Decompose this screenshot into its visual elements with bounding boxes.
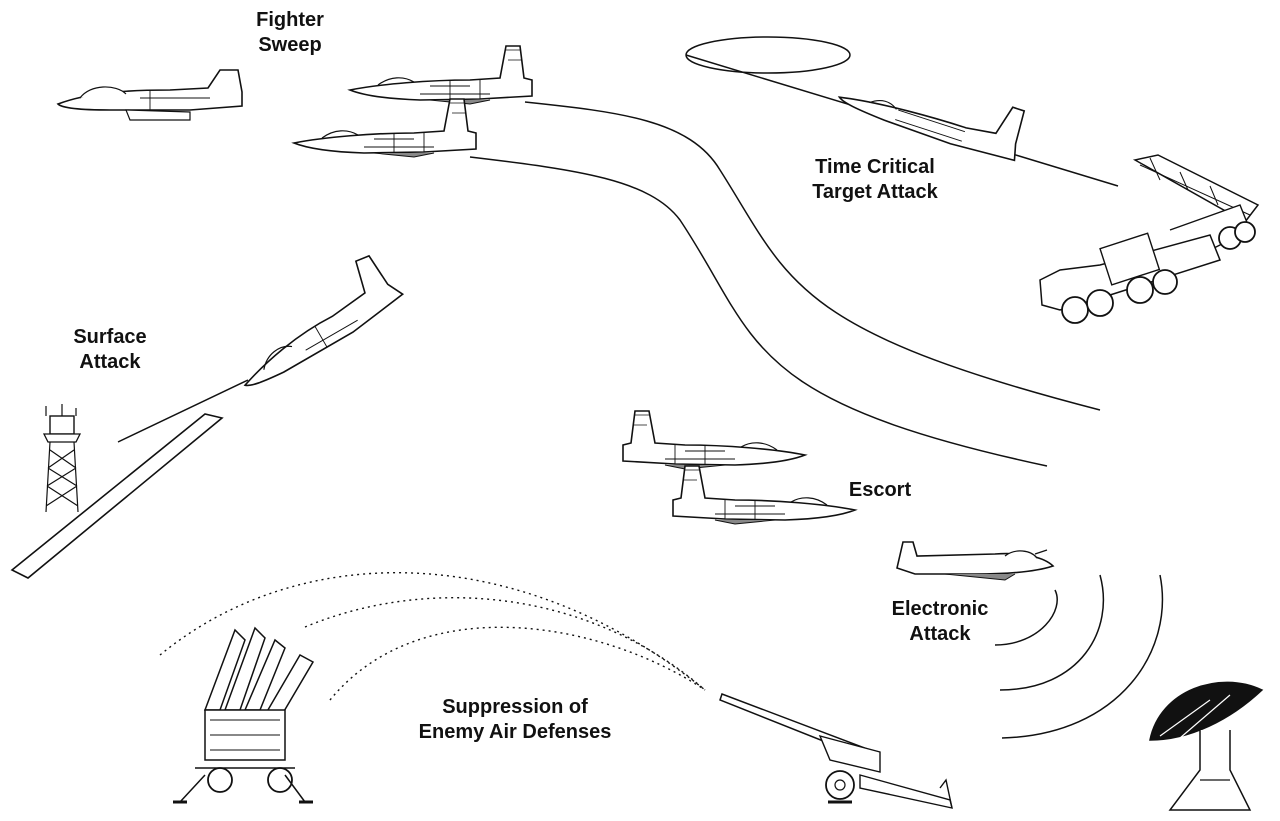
label-sead-line2: Enemy Air Defenses [375, 720, 655, 745]
label-surface-attack-line2: Attack [60, 350, 160, 375]
label-surface-attack-line1: Surface [60, 325, 160, 350]
fighter-jet-icon [350, 46, 532, 104]
harrier-jet-icon [219, 249, 407, 392]
howitzer-icon [720, 694, 952, 808]
orbit-ellipse [686, 37, 850, 73]
label-escort: Escort [840, 478, 920, 503]
runway-icon [12, 414, 222, 578]
label-time-critical-line2: Target Attack [790, 180, 960, 205]
label-escort-text: Escort [840, 478, 920, 503]
fighter-sweep-path-lower [470, 157, 1047, 466]
fighter-jet-icon [623, 411, 805, 469]
label-fighter-sweep-line2: Sweep [245, 33, 335, 58]
ea6b-jammer-icon [897, 542, 1053, 580]
label-fighter-sweep: Fighter Sweep [245, 8, 335, 58]
sam-launcher-icon [173, 628, 313, 802]
label-electronic-attack: Electronic Attack [870, 597, 1010, 647]
f4-fighter-icon [58, 70, 242, 120]
label-time-critical-line1: Time Critical [790, 155, 960, 180]
label-sead-line1: Suppression of [375, 695, 655, 720]
strike-jet-icon [836, 55, 1030, 164]
label-fighter-sweep-line1: Fighter [245, 8, 335, 33]
label-sead: Suppression of Enemy Air Defenses [375, 695, 655, 745]
label-electronic-attack-line2: Attack [870, 622, 1010, 647]
radar-dish-icon [1150, 682, 1262, 810]
label-surface-attack: Surface Attack [60, 325, 160, 375]
label-time-critical: Time Critical Target Attack [790, 155, 960, 205]
label-electronic-attack-line1: Electronic [870, 597, 1010, 622]
control-tower-icon [44, 404, 80, 512]
missile-launcher-truck-icon [1040, 155, 1258, 323]
fighter-jet-icon [294, 99, 476, 157]
fighter-jet-icon [673, 466, 855, 524]
